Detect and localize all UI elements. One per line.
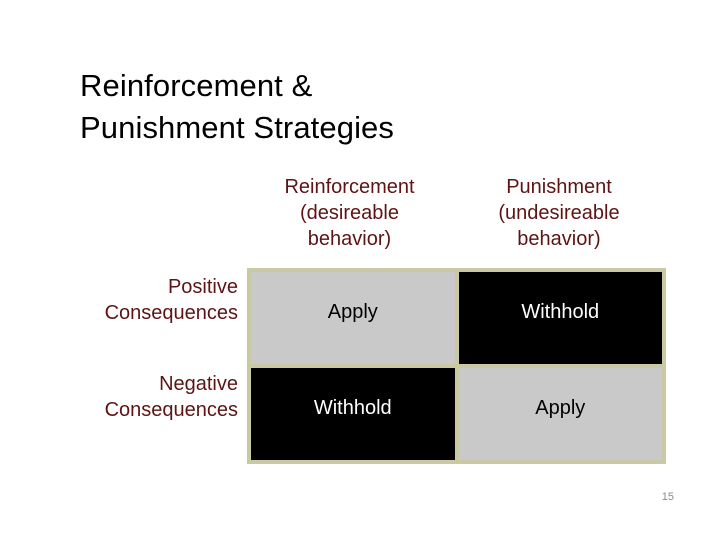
page-title: Reinforcement & Punishment Strategies: [80, 65, 640, 149]
row-header-positive-line-1: Positive: [167, 276, 238, 298]
column-header-reinforcement-line-1: Reinforcement: [284, 176, 415, 198]
matrix-cell-negative-punishment: Apply: [458, 368, 662, 460]
column-header-punishment: Punishment (undesireable behavior): [452, 174, 666, 252]
row-header-positive-line-2: Consequences: [104, 302, 238, 324]
row-header-negative-line-2: Consequences: [104, 399, 238, 421]
column-header-punishment-line-3: behavior): [517, 228, 601, 250]
matrix-cell-label: Withhold: [521, 301, 600, 323]
page-title-line-2: Punishment Strategies: [80, 109, 394, 145]
matrix-cell-label: Withhold: [313, 397, 392, 419]
matrix-cell-label: Apply: [327, 301, 378, 323]
column-header-reinforcement-line-2: (desireable: [300, 202, 399, 224]
column-header-punishment-line-2: (undesireable: [498, 202, 620, 224]
row-header-negative-line-1: Negative: [159, 373, 238, 395]
matrix-cell-label: Apply: [535, 397, 586, 419]
matrix-cell-positive-punishment: Withhold: [458, 272, 662, 364]
row-header-positive-consequences: Positive Consequences: [0, 274, 238, 326]
matrix-grid: Apply Withhold Withhold Apply: [247, 268, 666, 464]
matrix-cell-positive-reinforcement: Apply: [251, 272, 455, 364]
row-header-negative-consequences: Negative Consequences: [0, 371, 238, 423]
matrix-cell-negative-reinforcement: Withhold: [251, 368, 455, 460]
column-header-reinforcement-line-3: behavior): [307, 228, 392, 250]
page-title-line-1: Reinforcement &: [80, 67, 313, 103]
column-header-reinforcement: Reinforcement (desireable behavior): [247, 174, 452, 252]
page-number: 15: [661, 491, 674, 503]
column-header-punishment-line-1: Punishment: [506, 176, 612, 198]
